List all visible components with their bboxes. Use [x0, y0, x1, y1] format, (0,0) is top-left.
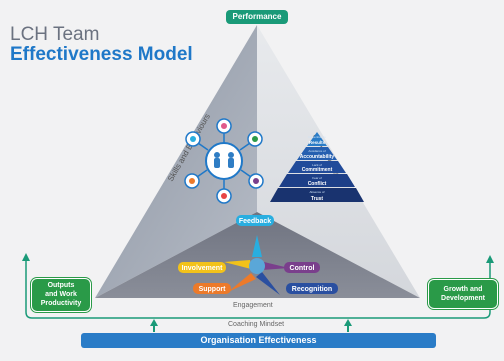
organisation-effectiveness-bar: Organisation Effectiveness	[81, 333, 436, 348]
control-pill	[284, 262, 320, 273]
control-label: Control	[290, 265, 315, 272]
pyramid-label-4: Conflict	[308, 181, 327, 187]
pyramid-level-1	[307, 132, 327, 146]
pyramid-level-5	[270, 188, 364, 202]
up-arrow-2-icon	[344, 319, 352, 326]
engagement-star	[224, 235, 289, 295]
recognition-label: Recognition	[292, 286, 332, 293]
pyramid-level-4	[279, 174, 355, 187]
left-face	[95, 25, 257, 298]
up-arrow-1-icon	[150, 319, 158, 326]
star-point-recognition	[256, 272, 280, 295]
support-pill	[193, 283, 231, 294]
dysfunction-pyramid: Inattention to Results Avoidance of Acco…	[270, 132, 364, 202]
pyramid-small-5: Absence of	[309, 190, 324, 194]
feedback-label: Feedback	[239, 218, 271, 225]
up-arrow-left-icon	[22, 253, 30, 261]
pyramid-small-4: Fear of	[312, 176, 322, 180]
star-point-feedback	[252, 235, 262, 257]
star-point-control	[262, 262, 289, 270]
pyramid-level-2	[297, 147, 337, 160]
performance-pill: Performance	[226, 10, 288, 24]
involvement-label: Involvement	[182, 265, 224, 272]
involvement-pill	[178, 262, 226, 273]
outputs-line-2: and Work	[45, 291, 77, 298]
pyramid-label-2: Accountability	[300, 154, 335, 160]
title-line-1: LCH Team	[10, 24, 100, 45]
right-face	[257, 25, 420, 298]
outputs-line-1: Outputs	[47, 282, 75, 289]
pyramid-small-2: Avoidance of	[308, 149, 325, 153]
pyramid-label-1: Results	[309, 140, 326, 145]
pyramid-label-5: Trust	[311, 196, 324, 202]
pyramid-small-3: Lack of	[312, 163, 322, 167]
outputs-pill: Outputs and Work Productivity	[31, 278, 91, 312]
star-point-support	[228, 273, 256, 292]
growth-pill: Growth and Development	[428, 279, 498, 309]
up-arrow-right-icon	[486, 255, 494, 263]
outputs-line-3: Productivity	[40, 300, 82, 307]
hub-network-icon	[184, 118, 264, 204]
coaching-mindset-label: Coaching Mindset	[228, 321, 285, 328]
engagement-label: Engagement	[233, 302, 273, 309]
pyramid-small-1: Inattention to	[308, 135, 326, 139]
recognition-pill	[286, 283, 338, 294]
star-point-involvement	[224, 260, 251, 269]
pyramid-level-3	[288, 161, 346, 173]
up-arrow-icons	[22, 253, 494, 332]
growth-line-2: Development	[441, 295, 485, 302]
feedback-pill	[236, 215, 274, 226]
pyramid-label-3: Commitment	[302, 167, 333, 173]
growth-line-1: Growth and	[443, 286, 483, 293]
support-label: Support	[199, 286, 226, 293]
coaching-loop	[25, 260, 491, 319]
title-line-2: Effectiveness Model	[10, 44, 193, 65]
